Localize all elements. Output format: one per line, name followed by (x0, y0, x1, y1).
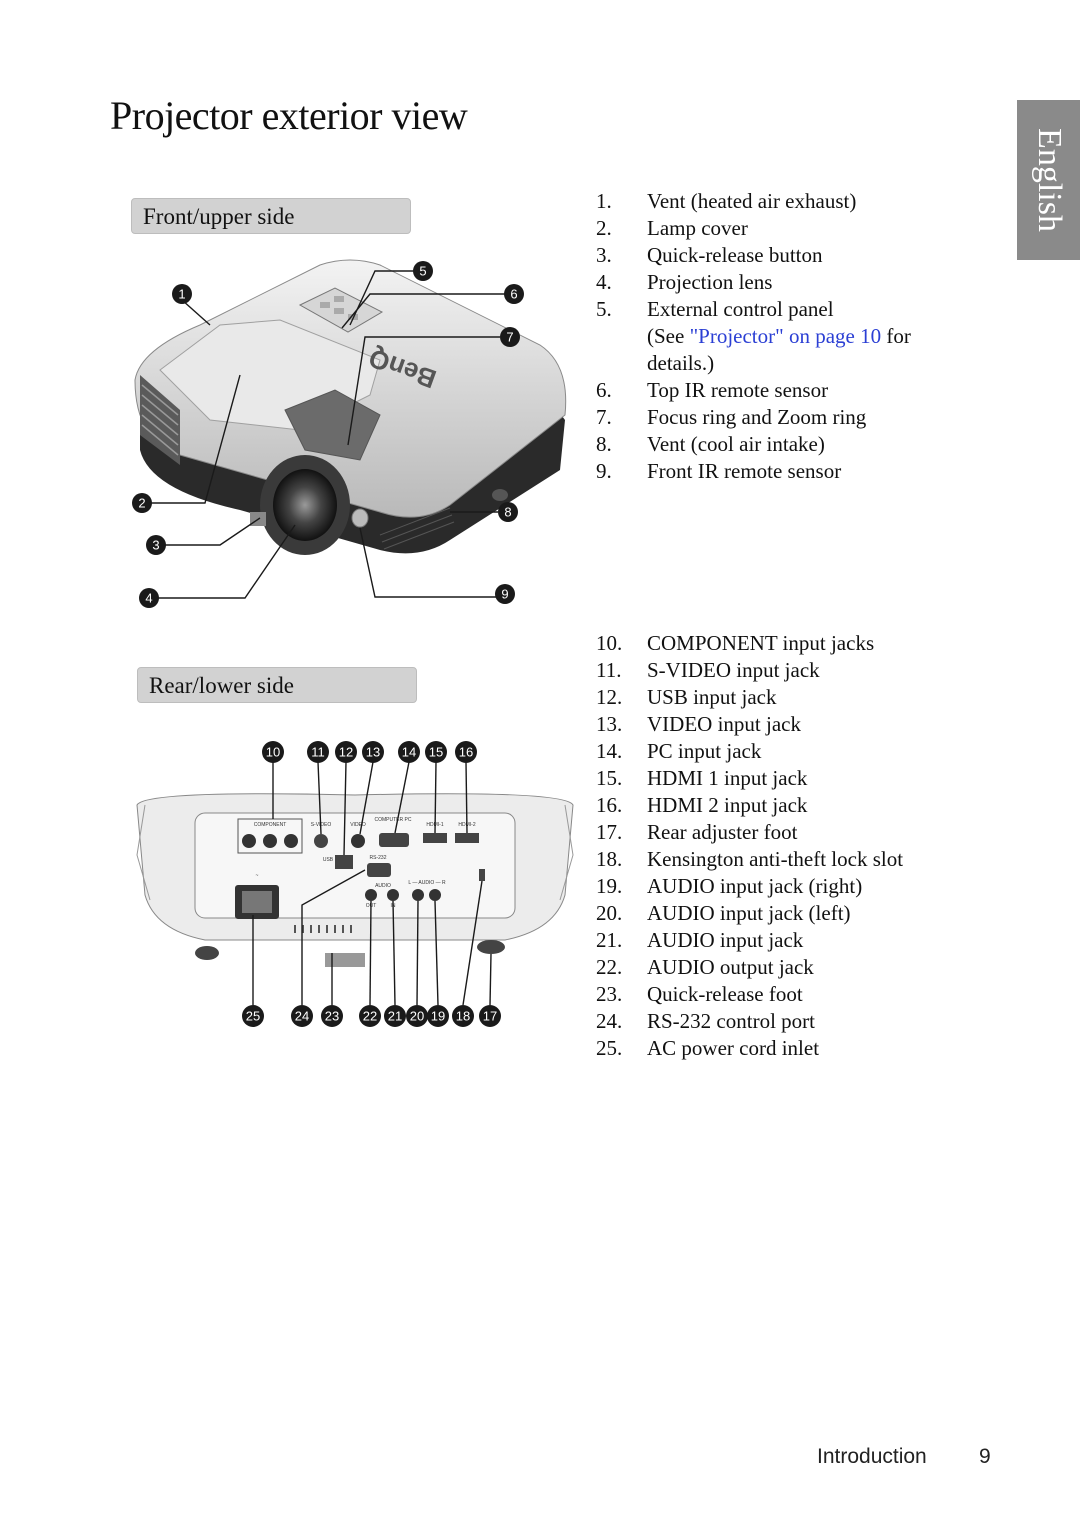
svg-text:6: 6 (510, 287, 517, 302)
callout-25: 25 (242, 1005, 264, 1027)
callout-19: 19 (427, 1005, 449, 1027)
front-projector-figure: BenQ 1 2 3 4 5 6 7 8 9 (132, 259, 567, 608)
rear-section-heading: Rear/lower side (137, 667, 417, 703)
callout-14: 14 (398, 741, 420, 763)
svg-text:5: 5 (419, 264, 426, 279)
svg-text:VIDEO: VIDEO (350, 822, 366, 828)
list-item: 22.AUDIO output jack (596, 955, 814, 979)
callout-6: 6 (504, 284, 524, 304)
list-item: 19.AUDIO input jack (right) (596, 874, 863, 898)
callout-12: 12 (335, 741, 357, 763)
page-title: Projector exterior view (110, 93, 468, 138)
language-tab: English (1017, 100, 1080, 260)
callout-15: 15 (425, 741, 447, 763)
list-item: 24.RS-232 control port (596, 1009, 815, 1033)
callout-4: 4 (139, 588, 159, 608)
list-item: 17.Rear adjuster foot (596, 820, 798, 844)
svg-text:24: 24 (295, 1009, 309, 1024)
list-item: 9.Front IR remote sensor (596, 459, 842, 483)
svg-text:2: 2 (138, 496, 145, 511)
list-item: 3.Quick-release button (596, 243, 823, 267)
list-item: 4.Projection lens (596, 270, 773, 294)
callout-7: 7 (500, 327, 520, 347)
svg-text:12: 12 (339, 745, 353, 760)
list-item: 21.AUDIO input jack (596, 928, 804, 952)
svg-text:13: 13 (366, 745, 380, 760)
svg-text:15: 15 (429, 745, 443, 760)
list-item: 8.Vent (cool air intake) (596, 432, 825, 456)
svg-text:L — AUDIO — R: L — AUDIO — R (408, 880, 446, 886)
svg-text:COMPUTER PC: COMPUTER PC (375, 817, 412, 823)
front-items-list: 1.Vent (heated air exhaust) 2.Lamp cover… (596, 188, 911, 485)
list-item: 15.HDMI 1 input jack (596, 766, 808, 790)
callout-5: 5 (413, 261, 433, 281)
callout-20: 20 (406, 1005, 428, 1027)
callout-22: 22 (359, 1005, 381, 1027)
list-item: 16.HDMI 2 input jack (596, 793, 808, 817)
list-item: 5.External control panel (596, 297, 834, 321)
callout-10: 10 (262, 741, 284, 763)
language-tab-label: English (1030, 128, 1068, 232)
svg-text:16: 16 (459, 745, 473, 760)
svg-text:23: 23 (325, 1009, 339, 1024)
svg-text:COMPONENT: COMPONENT (254, 822, 287, 828)
list-item: 10.COMPONENT input jacks (596, 631, 875, 655)
callout-21: 21 (384, 1005, 406, 1027)
svg-text:AUDIO: AUDIO (375, 883, 391, 889)
callout-16: 16 (455, 741, 477, 763)
side-vent (140, 375, 180, 465)
callout-13: 13 (362, 741, 384, 763)
rear-projector-figure: COMPONENT S-VIDEO VIDEO COMPUTER PC HDMI… (136, 741, 574, 1027)
callout-3: 3 (146, 535, 166, 555)
svg-text:20: 20 (410, 1009, 424, 1024)
list-item: 13.VIDEO input jack (596, 712, 801, 736)
svg-text:1: 1 (178, 287, 185, 302)
svg-text:10: 10 (266, 745, 280, 760)
callout-1: 1 (172, 284, 192, 304)
item5-note-continued: details.) (647, 351, 715, 375)
svg-text:9: 9 (501, 587, 508, 602)
page-number: 9 (979, 1445, 991, 1468)
list-item: 18.Kensington anti-theft lock slot (596, 847, 904, 871)
list-item: 25.AC power cord inlet (596, 1036, 820, 1060)
list-item: 6.Top IR remote sensor (596, 378, 829, 402)
front-section-heading: Front/upper side (131, 198, 411, 234)
list-item: 12.USB input jack (596, 685, 777, 709)
callout-23: 23 (321, 1005, 343, 1027)
svg-text:~: ~ (256, 873, 259, 879)
callout-24: 24 (291, 1005, 313, 1027)
svg-text:14: 14 (402, 745, 416, 760)
list-item: 20.AUDIO input jack (left) (596, 901, 851, 925)
list-item: 2.Lamp cover (596, 216, 748, 240)
svg-text:17: 17 (483, 1009, 497, 1024)
projector-page-link[interactable]: "Projector" on page 10 (689, 324, 882, 348)
svg-text:21: 21 (388, 1009, 402, 1024)
list-item: 23.Quick-release foot (596, 982, 803, 1006)
component-jacks: COMPONENT (237, 818, 303, 854)
callout-2: 2 (132, 493, 152, 513)
svg-text:8: 8 (504, 505, 511, 520)
svg-text:USB: USB (323, 857, 334, 863)
callout-18: 18 (452, 1005, 474, 1027)
svg-text:18: 18 (456, 1009, 470, 1024)
svg-text:25: 25 (246, 1009, 260, 1024)
svg-text:4: 4 (145, 591, 152, 606)
svg-text:11: 11 (311, 745, 325, 760)
list-item: 11.S-VIDEO input jack (596, 658, 820, 682)
svg-text:22: 22 (363, 1009, 377, 1024)
svg-text:RS-232: RS-232 (370, 855, 387, 861)
callout-17: 17 (479, 1005, 501, 1027)
rear-items-list: 10.COMPONENT input jacks 11.S-VIDEO inpu… (596, 630, 903, 1062)
list-item: 7.Focus ring and Zoom ring (596, 405, 867, 429)
footer-section-name: Introduction (817, 1445, 927, 1468)
list-item: 1.Vent (heated air exhaust) (596, 189, 857, 213)
svg-text:19: 19 (431, 1009, 445, 1024)
list-item: 14.PC input jack (596, 739, 762, 763)
callout-11: 11 (307, 741, 329, 763)
callout-9: 9 (495, 584, 515, 604)
svg-text:7: 7 (506, 330, 513, 345)
item5-note: (See "Projector" on page 10 for (647, 324, 911, 348)
callout-8: 8 (498, 502, 518, 522)
svg-text:3: 3 (152, 538, 159, 553)
